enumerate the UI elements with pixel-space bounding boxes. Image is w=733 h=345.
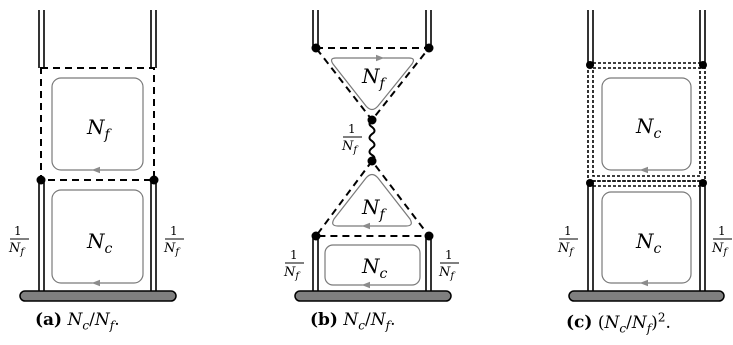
svg-text:Nf: Nf — [341, 139, 359, 156]
loop-label: Nf — [361, 195, 388, 223]
quark-line-left-top — [587, 10, 594, 66]
fraction-label-left: 1 Nf — [283, 248, 304, 282]
svg-text:Nf: Nf — [557, 241, 575, 258]
dashed-box — [40, 67, 155, 181]
loop-label: Nc — [86, 229, 113, 257]
dashed-triangle-lower — [314, 159, 432, 237]
hadron-bar — [568, 290, 725, 302]
caption-formula: Nc/Nf. — [67, 310, 120, 333]
caption-formula: (Nc/Nf)2. — [597, 310, 671, 336]
panel-b: Nf Nf Nc 1 Nf 1 Nf 1 Nf — [283, 10, 459, 302]
fraction-label-right: 1 Nf — [163, 224, 184, 258]
quark-line-left-bottom — [312, 236, 319, 294]
dashed-triangle-upper — [313, 47, 432, 122]
svg-text:1: 1 — [290, 248, 298, 262]
vertex-dot — [149, 175, 159, 185]
hadron-bar — [19, 290, 177, 302]
caption-c: (c) (Nc/Nf)2. — [566, 310, 671, 335]
quark-line-left-top — [38, 10, 45, 68]
panel-a: Nf Nc 1 Nf 1 Nf — [8, 10, 184, 302]
quark-line-right-top — [425, 10, 432, 48]
vertex-dot — [36, 175, 46, 185]
fraction-label-gluon: 1 Nf — [341, 122, 362, 156]
vertex-dot — [424, 43, 434, 53]
color-loop-lower-triangle — [332, 173, 412, 227]
fraction-label-left: 1 Nf — [557, 224, 578, 258]
svg-text:1: 1 — [14, 224, 22, 238]
fraction-label-right: 1 Nf — [711, 224, 732, 258]
color-loop-upper-triangle — [330, 57, 415, 111]
fraction-label-left: 1 Nf — [8, 224, 29, 258]
caption-tag: (b) — [310, 310, 338, 330]
gluon-line — [368, 119, 376, 162]
quark-line-right-bottom — [699, 183, 706, 294]
loop-label: Nf — [361, 64, 388, 92]
svg-text:1: 1 — [348, 122, 356, 136]
caption-formula: Nc/Nf. — [343, 310, 396, 333]
loop-label: Nf — [86, 115, 113, 143]
svg-text:Nf: Nf — [8, 241, 26, 258]
svg-text:1: 1 — [564, 224, 572, 238]
fraction-label-right: 1 Nf — [438, 248, 459, 282]
svg-text:Nf: Nf — [711, 241, 729, 258]
caption-tag: (a) — [35, 310, 63, 330]
quark-line-right-bottom — [425, 236, 432, 294]
vertex-dot — [311, 43, 321, 53]
svg-text:1: 1 — [170, 224, 178, 238]
caption-tag: (c) — [566, 312, 593, 333]
quark-line-right-bottom — [150, 180, 157, 294]
quark-line-right-top — [699, 10, 706, 66]
caption-a: (a) Nc/Nf. — [35, 310, 120, 332]
vertex-dot — [699, 61, 707, 69]
svg-text:1: 1 — [718, 224, 726, 238]
quark-line-left-top — [312, 10, 319, 48]
quark-line-left-bottom — [587, 183, 594, 294]
quark-line-left-bottom — [38, 180, 45, 294]
quark-line-right-top — [150, 10, 157, 68]
svg-text:Nf: Nf — [283, 265, 301, 282]
svg-text:Nf: Nf — [438, 265, 456, 282]
double-dashed-box — [587, 62, 706, 187]
hadron-bar — [294, 290, 452, 302]
caption-b: (b) Nc/Nf. — [310, 310, 395, 332]
vertex-dot — [586, 61, 594, 69]
loop-label: Nc — [635, 229, 662, 257]
svg-text:Nf: Nf — [163, 241, 181, 258]
loop-label: Nc — [361, 254, 388, 282]
loop-label: Nc — [635, 114, 662, 142]
panel-c: Nc Nc 1 Nf 1 Nf — [557, 10, 732, 302]
svg-text:1: 1 — [445, 248, 453, 262]
